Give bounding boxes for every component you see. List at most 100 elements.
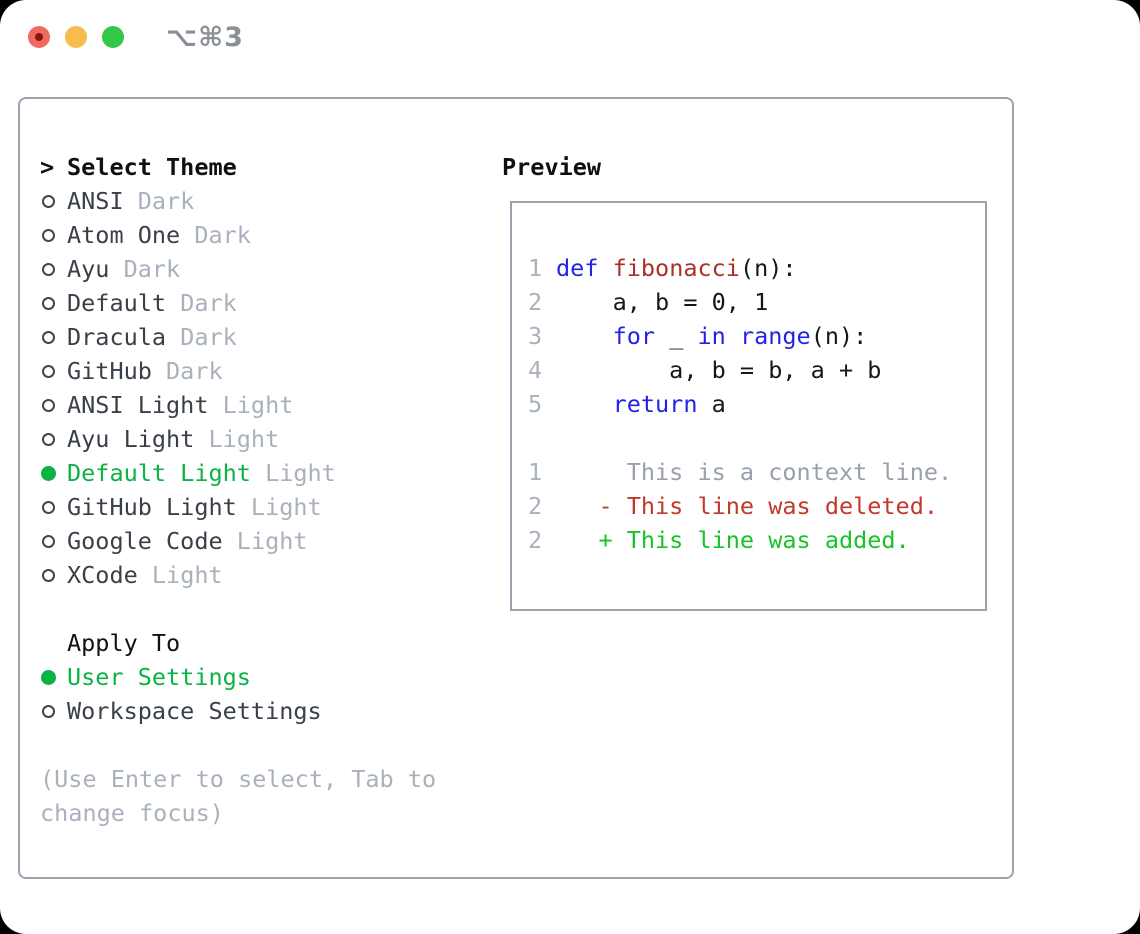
- code-line: 2 a, b = 0, 1: [528, 285, 985, 319]
- titlebar: ⌥⌘3: [0, 0, 1140, 74]
- theme-picker-panel: > Select Theme ANSI Dark Atom One Dark A…: [18, 97, 1014, 879]
- theme-variant: Dark: [180, 221, 251, 249]
- theme-name: Atom One: [67, 221, 181, 249]
- theme-option-ayu[interactable]: Ayu Dark: [40, 252, 500, 286]
- code-token: - This line was deleted.: [556, 492, 939, 520]
- theme-variant: Dark: [123, 187, 195, 215]
- spacer: [40, 728, 500, 762]
- code-token: for: [612, 322, 656, 350]
- theme-variant: Dark: [166, 289, 237, 317]
- line-number: 3: [528, 322, 543, 350]
- line-number: 2: [528, 492, 543, 520]
- line-number: 4: [528, 356, 543, 384]
- code-token: (n):: [810, 322, 868, 350]
- theme-name: User Settings: [67, 663, 251, 691]
- code-line: 4 a, b = b, a + b: [528, 353, 985, 387]
- code-token: [598, 254, 612, 282]
- radio-icon: [41, 465, 56, 481]
- theme-name: Workspace Settings: [67, 697, 322, 725]
- apply-to-list: User Settings Workspace Settings: [40, 660, 500, 728]
- theme-name: GitHub: [67, 357, 152, 385]
- line-number: 2: [528, 288, 543, 316]
- theme-name: Google Code: [67, 527, 223, 555]
- code-token: This is a context line.: [556, 458, 953, 486]
- theme-list: ANSI Dark Atom One Dark Ayu Dark Default…: [40, 184, 500, 592]
- theme-option-atom-one[interactable]: Atom One Dark: [40, 218, 500, 252]
- code-line: 3 for _ in range(n):: [528, 319, 985, 353]
- preview-pane: 1 def fibonacci(n): 2 a, b = 0, 1 3 for …: [510, 201, 987, 611]
- theme-variant: Light: [137, 561, 223, 589]
- theme-option-google-code[interactable]: Google Code Light: [40, 524, 500, 558]
- radio-icon: [42, 194, 55, 208]
- radio-icon: [42, 534, 55, 548]
- close-button[interactable]: [28, 26, 50, 48]
- select-theme-title: Select Theme: [67, 153, 237, 181]
- theme-name: Ayu: [67, 255, 110, 283]
- theme-option-github[interactable]: GitHub Dark: [40, 354, 500, 388]
- theme-selector: > Select Theme ANSI Dark Atom One Dark A…: [40, 150, 500, 830]
- theme-name: ANSI Light: [67, 391, 209, 419]
- theme-option-default-light[interactable]: Default Light Light: [40, 456, 500, 490]
- theme-variant: Light: [222, 527, 308, 555]
- radio-icon: [42, 704, 55, 718]
- code-token: return: [612, 390, 698, 418]
- theme-option-ansi[interactable]: ANSI Dark: [40, 184, 500, 218]
- code-token: range: [739, 322, 811, 350]
- theme-name: Default Light: [67, 459, 251, 487]
- apply-option-workspace-settings[interactable]: Workspace Settings: [40, 694, 500, 728]
- theme-name: ANSI: [67, 187, 124, 215]
- radio-icon: [42, 398, 55, 412]
- theme-option-ayu-light[interactable]: Ayu Light Light: [40, 422, 500, 456]
- code-token: a: [697, 390, 726, 418]
- maximize-button[interactable]: [102, 26, 124, 48]
- spacer: [40, 592, 500, 626]
- code-line: [528, 421, 985, 455]
- window-title-shortcut: ⌥⌘3: [166, 22, 244, 53]
- code-token: fibonacci: [612, 254, 740, 282]
- code-line: 1 This is a context line.: [528, 455, 985, 489]
- select-theme-header: > Select Theme: [40, 150, 500, 184]
- theme-option-xcode[interactable]: XCode Light: [40, 558, 500, 592]
- code-line: 1 def fibonacci(n):: [528, 251, 985, 285]
- theme-option-default[interactable]: Default Dark: [40, 286, 500, 320]
- theme-option-ansi-light[interactable]: ANSI Light Light: [40, 388, 500, 422]
- code-line: 2 - This line was deleted.: [528, 489, 985, 523]
- radio-icon: [42, 296, 55, 310]
- theme-name: Dracula: [67, 323, 167, 351]
- apply-to-title: Apply To: [67, 629, 181, 657]
- code-token: in: [697, 322, 726, 350]
- code-token: _: [655, 322, 698, 350]
- line-number: 1: [528, 458, 543, 486]
- radio-icon: [42, 330, 55, 344]
- radio-icon: [41, 669, 56, 685]
- theme-variant: Dark: [151, 357, 223, 385]
- radio-icon: [42, 228, 55, 242]
- radio-icon: [42, 432, 55, 446]
- apply-option-user-settings[interactable]: User Settings: [40, 660, 500, 694]
- code-token: + This line was added.: [556, 526, 910, 554]
- theme-variant: Light: [250, 459, 336, 487]
- code-line: 5 return a: [528, 387, 985, 421]
- theme-variant: Light: [208, 391, 294, 419]
- code-line: 2 + This line was added.: [528, 523, 985, 557]
- radio-icon: [42, 500, 55, 514]
- code-token: a, b = b, a + b: [556, 356, 882, 384]
- code-block: 1 def fibonacci(n): 2 a, b = 0, 1 3 for …: [528, 251, 985, 557]
- line-number: 5: [528, 390, 543, 418]
- preview-title: Preview: [502, 153, 602, 181]
- theme-option-github-light[interactable]: GitHub Light Light: [40, 490, 500, 524]
- theme-variant: Light: [194, 425, 280, 453]
- line-number: 1: [528, 254, 543, 282]
- minimize-button[interactable]: [65, 26, 87, 48]
- theme-name: Ayu Light: [67, 425, 195, 453]
- code-token: [556, 322, 613, 350]
- theme-option-dracula[interactable]: Dracula Dark: [40, 320, 500, 354]
- line-number: 2: [528, 526, 543, 554]
- code-token: def: [556, 254, 599, 282]
- radio-icon: [42, 568, 55, 582]
- theme-variant: Dark: [166, 323, 237, 351]
- help-text: (Use Enter to select, Tab to change focu…: [40, 765, 437, 827]
- prompt-caret-icon: >: [40, 153, 55, 181]
- theme-variant: Light: [236, 493, 322, 521]
